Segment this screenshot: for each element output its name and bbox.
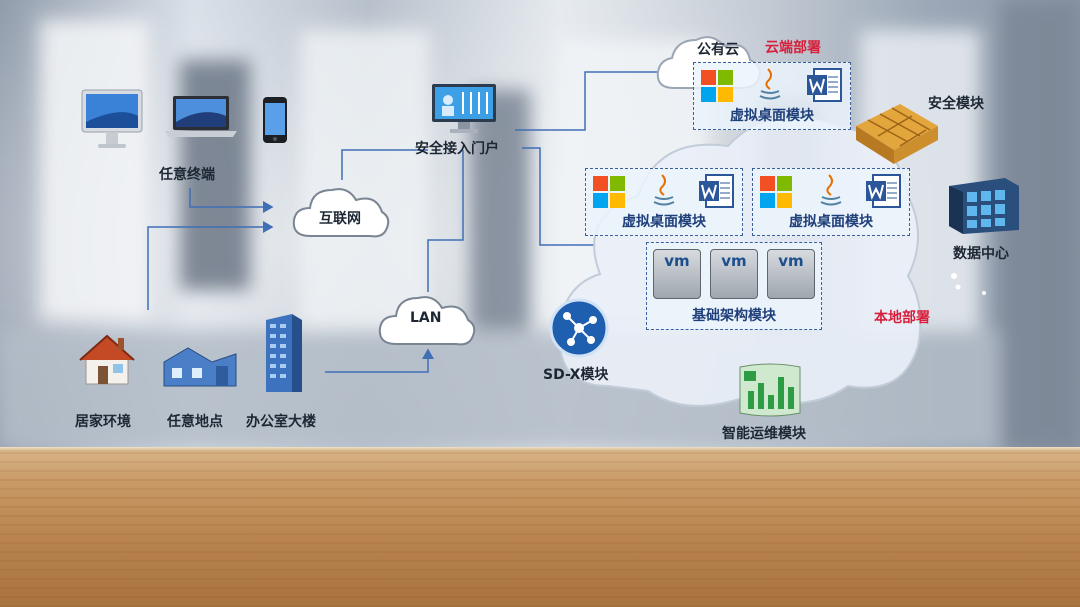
- vdesktop-title-right: 虚拟桌面模块: [789, 214, 873, 230]
- vm-server-2: vm: [710, 249, 758, 299]
- cloud-icon: [378, 296, 476, 346]
- sdx-label: SD-X模块: [543, 367, 609, 383]
- monitor-icon: [432, 84, 496, 133]
- vm-label: vm: [721, 252, 747, 270]
- firewall-icon: [856, 104, 938, 164]
- cloud-icon: [292, 188, 390, 238]
- infra-title: 基础架构模块: [692, 308, 776, 324]
- java-icon: [653, 174, 675, 206]
- internet-label: 互联网: [319, 211, 361, 227]
- windows-icon: [701, 70, 733, 102]
- lan-cloud: LAN: [374, 286, 478, 352]
- any-location-label: 任意地点: [167, 414, 223, 430]
- data-center-label: 数据中心: [953, 246, 1009, 262]
- windows-icon: [593, 176, 625, 208]
- building-icon: [163, 347, 237, 387]
- java-icon: [820, 174, 842, 206]
- vdesktop-title-left: 虚拟桌面模块: [622, 214, 706, 230]
- vdesktop-title-cloud: 虚拟桌面模块: [730, 108, 814, 124]
- vm-label: vm: [778, 252, 804, 270]
- local-deploy-label: 本地部署: [874, 310, 930, 326]
- cloud-deploy-label: 云端部署: [765, 40, 821, 56]
- home-label: 居家环境: [75, 414, 131, 430]
- vm-server-3: vm: [767, 249, 815, 299]
- office-building-label: 办公室大楼: [246, 414, 316, 430]
- dashboard-icon: [739, 363, 801, 417]
- vm-label: vm: [664, 252, 690, 270]
- network-icon: [549, 298, 609, 358]
- word-icon: [866, 174, 901, 208]
- secure-portal-label: 安全接入门户: [415, 141, 499, 157]
- wooden-table: [0, 450, 1080, 607]
- datacenter-icon: [949, 178, 1019, 234]
- decorative-dots: [951, 273, 986, 295]
- windows-icon: [760, 176, 792, 208]
- internet-cloud: 互联网: [288, 178, 392, 244]
- imac-icon: [81, 89, 143, 148]
- vdesktop-module-left: 虚拟桌面模块: [585, 168, 743, 236]
- infra-module: vm vm vm 基础架构模块: [646, 242, 822, 330]
- any-terminal-label: 任意终端: [159, 167, 215, 183]
- lan-label: LAN: [410, 310, 442, 326]
- vm-server-1: vm: [653, 249, 701, 299]
- security-module-label: 安全模块: [928, 96, 984, 112]
- house-icon: [79, 334, 135, 385]
- iphone-icon: [263, 97, 287, 143]
- word-icon: [699, 174, 734, 208]
- macbook-icon: [165, 96, 237, 137]
- vdesktop-module-cloud: 虚拟桌面模块: [693, 62, 851, 130]
- vdesktop-module-right: 虚拟桌面模块: [752, 168, 910, 236]
- skyscraper-icon: [266, 314, 302, 392]
- smart-ops-label: 智能运维模块: [722, 426, 806, 442]
- java-icon: [759, 68, 781, 100]
- word-icon: [807, 68, 842, 102]
- public-cloud-label: 公有云: [697, 42, 739, 58]
